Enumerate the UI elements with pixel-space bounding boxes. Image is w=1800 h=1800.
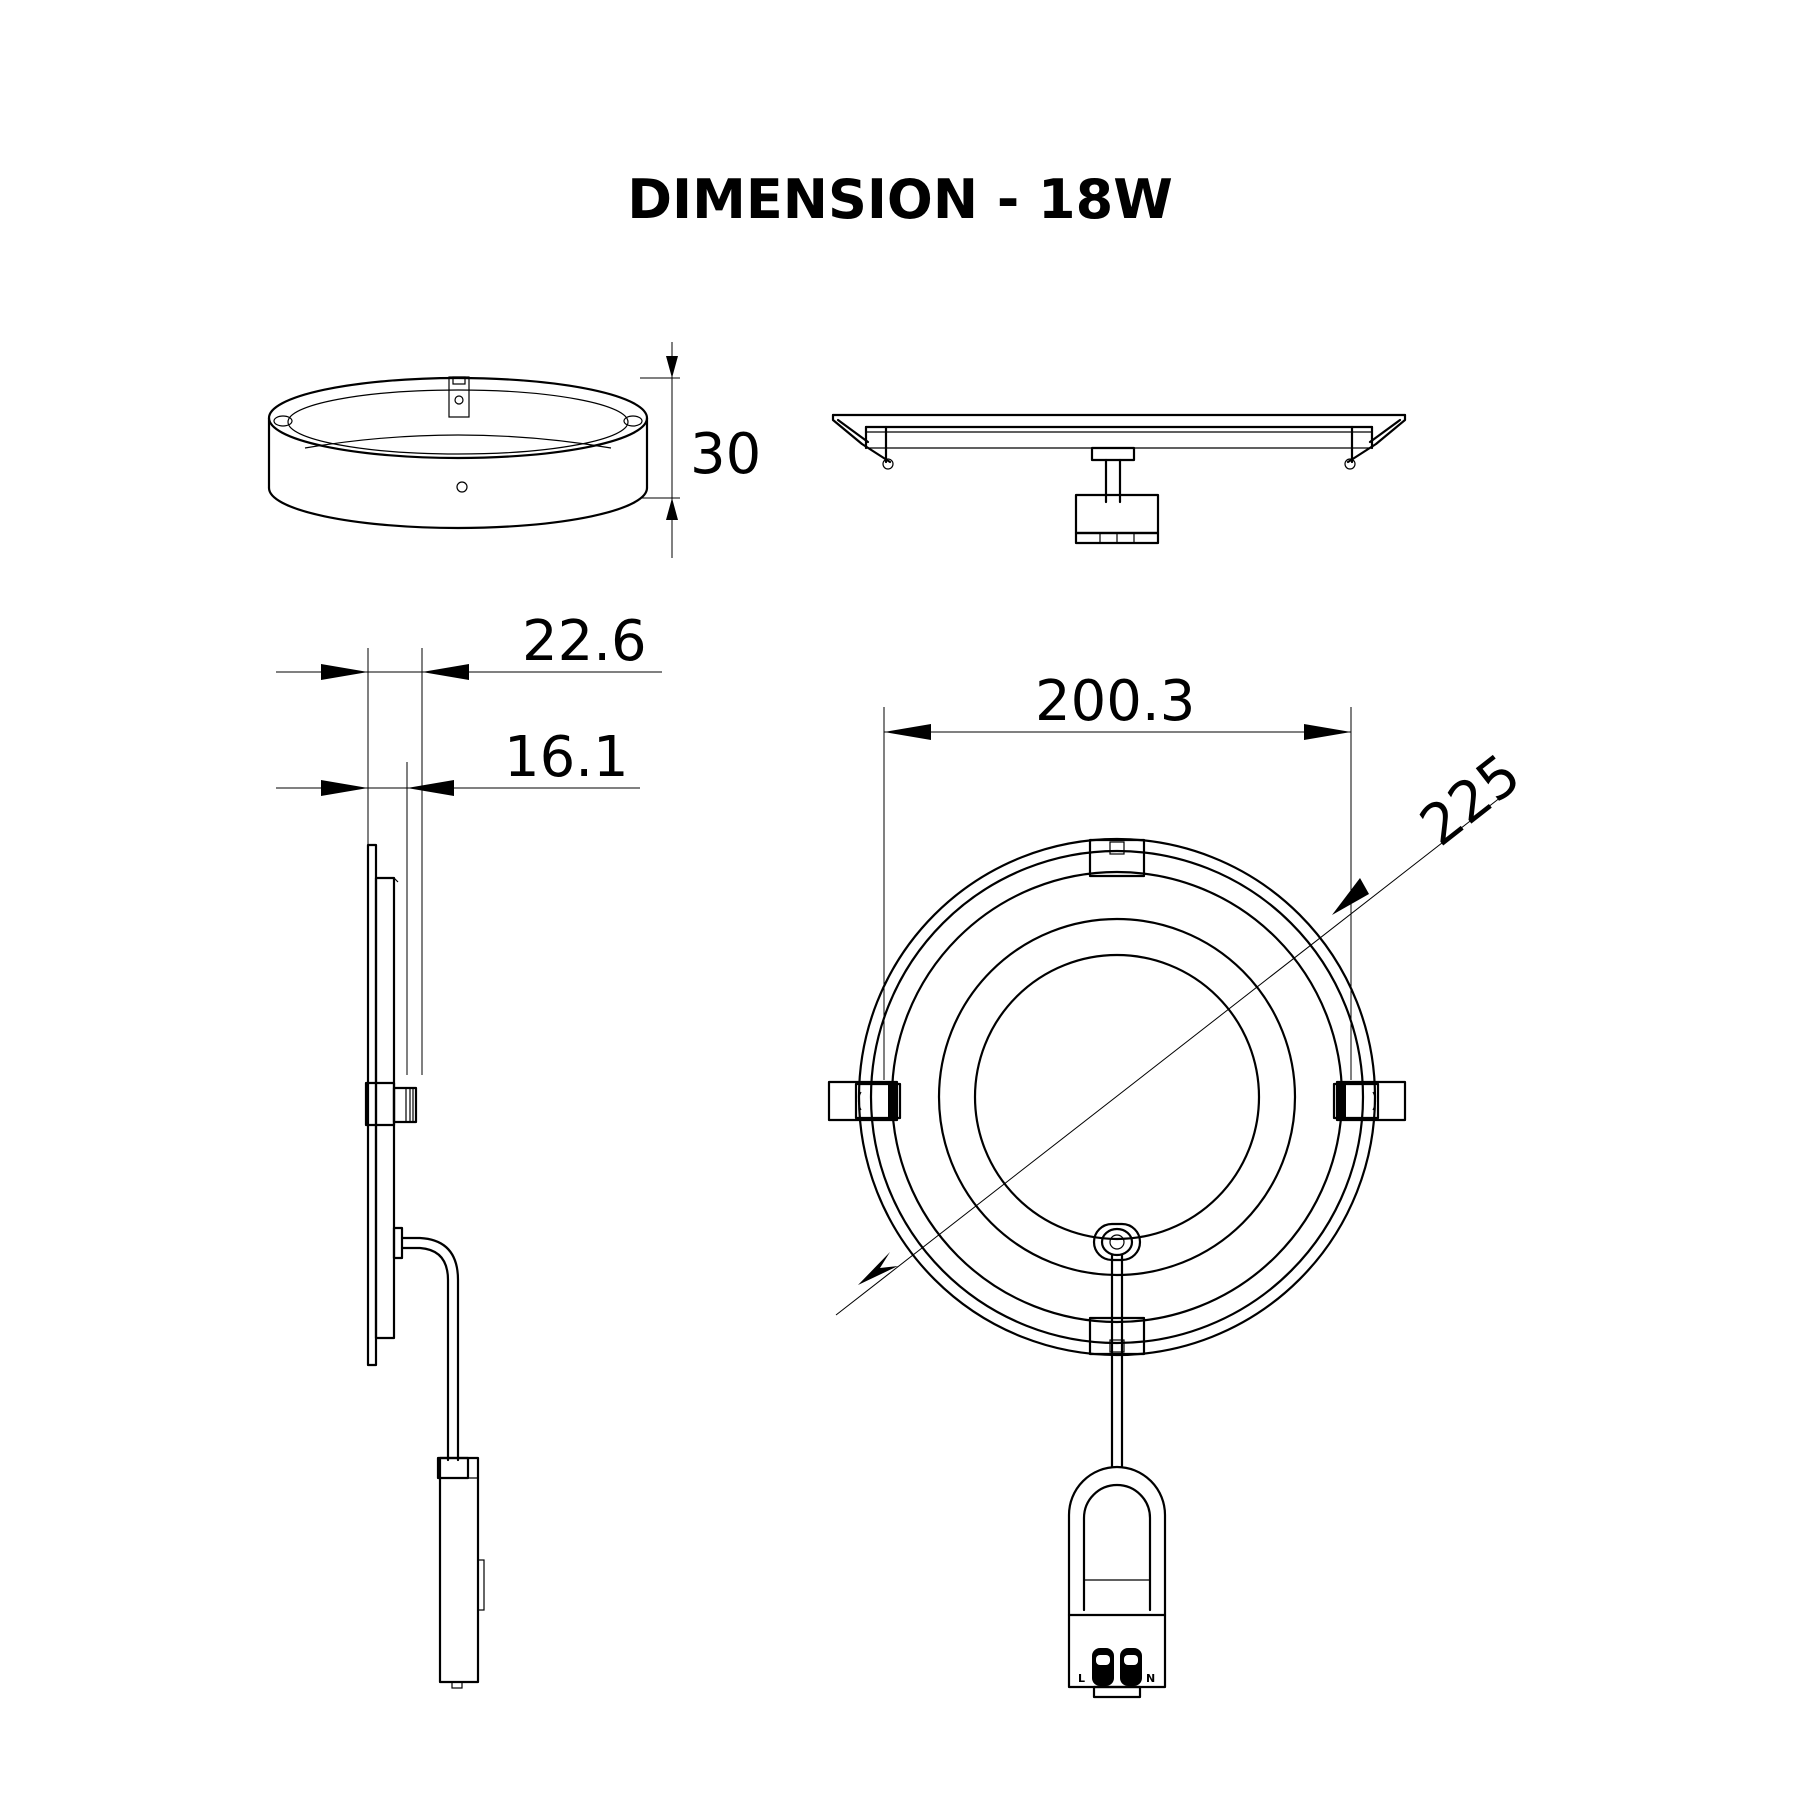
perspective-view: 30	[267, 342, 761, 558]
cutout-diameter-dimension-label: 200.3	[1035, 669, 1195, 734]
live-terminal-label: L	[1078, 1672, 1085, 1685]
height-dimension-label: 30	[690, 422, 761, 487]
neutral-terminal-label: N	[1146, 1672, 1155, 1685]
front-view: 200.3 225	[827, 669, 1533, 1699]
outer-offset-dimension-label: 22.6	[522, 609, 647, 674]
inner-offset-dimension-label: 16.1	[504, 725, 629, 790]
outer-diameter-dimension-label: 225	[1409, 742, 1533, 859]
side-section-view: 22.6 16.1	[276, 609, 662, 1689]
page-title: DIMENSION - 18W	[627, 168, 1173, 231]
side-profile-view	[831, 413, 1407, 545]
